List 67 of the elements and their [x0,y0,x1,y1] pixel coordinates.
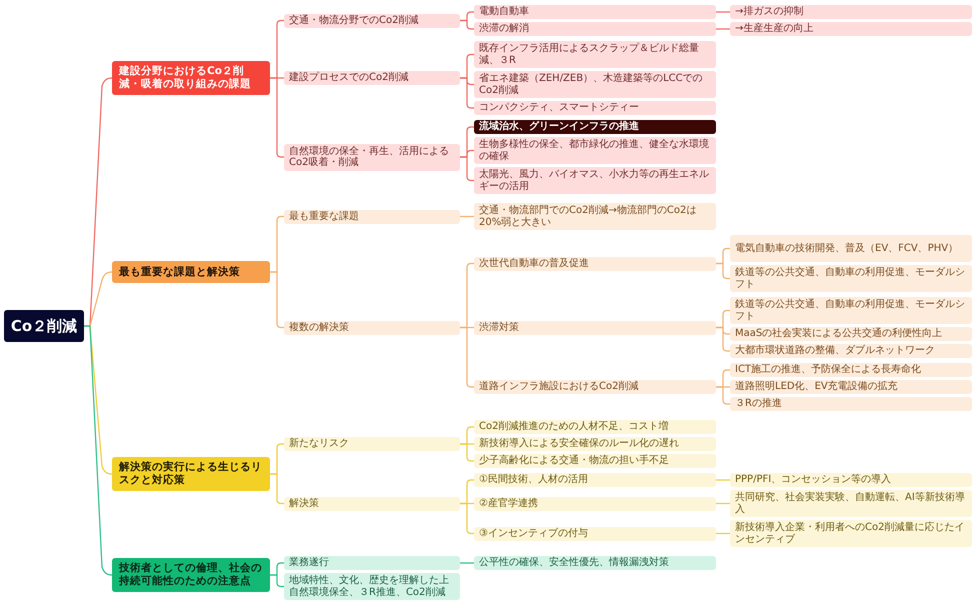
subtopic: 新技術導入による安全確保のルール化の遅れ [474,437,716,451]
subtopic: ③インセンティブの付与 [474,526,716,540]
subtopic: 共同研究、社会実装実験、自動運転、AI等新技術導入 [730,490,972,517]
connector-line [270,77,284,158]
subtopic: →排ガスの抑制 [730,5,972,19]
main-topic: 技術者としての倫理、社会の持続可能性のための注意点 [112,558,270,592]
subtopic: 渋滞対策 [474,320,716,334]
connector-line [270,473,284,504]
connector-line [460,326,474,388]
connector-line [460,156,474,182]
subtopic: 自然環境の保全・再生、活用によるCo2吸着・削減 [284,144,460,170]
subtopic: ①民間技術、人材の活用 [474,473,716,487]
main-topic: 解決策の実行による生じるリスクと対応策 [112,457,270,491]
subtopic: ICT施工の推進、予防保全による長寿命化 [730,363,972,377]
subtopic: 交通・物流部門でのCo2削減→物流部門のCo2は20%弱と大きい [474,203,716,230]
subtopic: 電動自動車 [474,5,716,19]
subtopic: 交通・物流分野でのCo2削減 [284,14,460,28]
selected-subtopic: 流域治水、グリーンインフラの推進 [474,120,716,134]
subtopic: 建設プロセスでのCo2削減 [284,71,460,85]
subtopic: Co2削減推進のための人材不足、コスト増 [474,420,716,434]
subtopic: 渋滞の解消 [474,22,716,36]
main-topic: 建設分野におけるCo２削減・吸着の取り組みの課題 [112,61,270,95]
subtopic: 少子高齢化による交通・物流の担い手不足 [474,454,716,468]
subtopic: 電気自動車の技術開発、普及（EV、FCV、PHV） [730,235,972,262]
connector-line [460,443,474,462]
subtopic: 公平性の確保、安全性優先、情報漏洩対策 [474,556,716,570]
subtopic: 省エネ建築（ZEH/ZEB）、木造建築等のLCCでのCo2削減 [474,71,716,98]
subtopic: 生物多様性の保全、都市緑化の推進、健全な水環境の確保 [474,137,716,164]
branch-line [84,325,112,576]
connector-line [270,271,284,328]
connector-line [716,502,730,504]
central-topic: Co２削減 [4,310,84,342]
subtopic: 道路照明LED化、EV充電設備の拡充 [730,380,972,394]
subtopic: 業務遂行 [284,556,460,570]
connector-line [460,216,474,218]
subtopic: 地域特性、文化、歴史を理解した上自然環境保全、３R推進、Co2削減 [284,573,460,600]
connector-line [716,479,730,481]
connector-line [460,502,474,534]
connector-line [460,20,474,30]
connector-line [460,77,474,109]
connector-line [716,28,730,30]
subtopic: 新たなリスク [284,437,460,451]
subtopic: 既存インフラ活用によるスクラップ＆ビルド総量減、３R [474,41,716,68]
subtopic: 太陽光、風力、バイオマス、小水力等の再生エネルギーの活用 [474,167,716,194]
subtopic: コンパクシティ、スマートシティー [474,101,716,115]
subtopic: PPP/PFI、コンセッション等の導入 [730,473,972,487]
connector-line [716,11,730,13]
connector-line [716,386,730,405]
subtopic: 解決策 [284,496,460,510]
subtopic: MaaSの社会実装による公共交通の利便性向上 [730,327,972,341]
subtopic: 新技術導入企業・利用者へのCo2削減量に応じたインセンティブ [730,520,972,547]
subtopic: 鉄道等の公共交通、自動車の利用促進、モーダルシフト [730,297,972,324]
subtopic: 最も重要な課題 [284,210,460,224]
subtopic: 次世代自動車の普及促進 [474,256,716,270]
subtopic: 大都市環状道路の整備、ダブルネットワーク [730,344,972,358]
subtopic: ３Rの推進 [730,397,972,411]
connector-line [716,262,730,280]
main-topic: 最も重要な課題と解決策 [112,261,270,283]
connector-line [460,562,474,564]
connector-line [716,326,730,352]
connector-line [716,532,730,534]
subtopic: ②産官学連携 [474,496,716,510]
subtopic: 鉄道等の公共交通、自動車の利用促進、モーダルシフト [730,265,972,292]
subtopic: →生産生産の向上 [730,22,972,36]
connector-line [270,574,284,588]
subtopic: 道路インフラ施設におけるCo2削減 [474,380,716,394]
subtopic: 複数の解決策 [284,320,460,334]
